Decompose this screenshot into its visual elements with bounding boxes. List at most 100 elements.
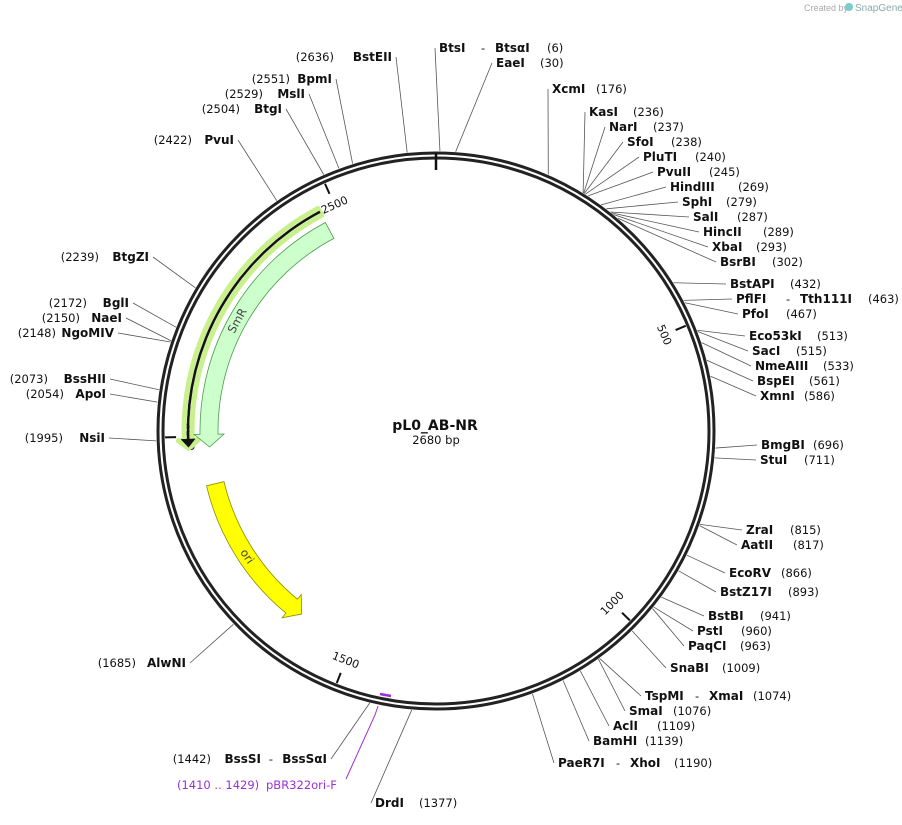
site-name-snabi[interactable]: SnaBI bbox=[670, 661, 709, 675]
site-name-bamhi[interactable]: BamHI bbox=[593, 734, 637, 748]
site-pvui[interactable]: PvuI(2422) bbox=[154, 133, 278, 201]
site-name-bsshii[interactable]: BssHII bbox=[64, 372, 106, 386]
site-sali[interactable]: SalI(287) bbox=[610, 210, 768, 224]
site-name-paqci[interactable]: PaqCI bbox=[688, 639, 726, 653]
site-name-bstz17i[interactable]: BstZ17I bbox=[720, 585, 772, 599]
site-name-bgli[interactable]: BglI bbox=[103, 296, 129, 310]
site-name-saci[interactable]: SacI bbox=[752, 344, 780, 358]
site-acli[interactable]: AclI(1109) bbox=[579, 670, 695, 733]
site-name-nsii[interactable]: NsiI bbox=[79, 431, 105, 445]
site-name-pflfi[interactable]: PflFI bbox=[736, 292, 766, 306]
site-paqci[interactable]: PaqCI(963) bbox=[652, 608, 771, 653]
site-drdi[interactable]: DrdI(1377) bbox=[370, 709, 457, 810]
site-name-alwni[interactable]: AlwNI bbox=[147, 656, 186, 670]
site-name-bstapi[interactable]: BstAPI bbox=[730, 277, 775, 291]
site-name-sphi[interactable]: SphI bbox=[682, 195, 712, 209]
site-name-nmeaiii[interactable]: NmeAIII bbox=[755, 359, 808, 373]
site-name-bstbi[interactable]: BstBI bbox=[708, 609, 744, 623]
site-name-pluti[interactable]: PluTI bbox=[643, 150, 677, 164]
site-psti[interactable]: PstI(960) bbox=[653, 606, 772, 638]
site-name-drdi[interactable]: DrdI bbox=[375, 796, 404, 810]
site-hincii[interactable]: HincII(289) bbox=[611, 212, 794, 239]
site-xcmi[interactable]: XcmI(176) bbox=[547, 82, 627, 175]
primer-mark[interactable] bbox=[379, 692, 392, 698]
site-name-hincii[interactable]: HincII bbox=[703, 225, 742, 239]
site-eco53ki[interactable]: Eco53kI(513) bbox=[697, 329, 848, 343]
feature-smr-arrow[interactable] bbox=[192, 221, 335, 448]
site-name-xbai[interactable]: XbaI bbox=[712, 240, 742, 254]
site-name-ecorv[interactable]: EcoRV bbox=[729, 566, 772, 580]
site-name-bsssi[interactable]: BssSI bbox=[224, 752, 261, 766]
site-saci[interactable]: SacI(515) bbox=[697, 331, 827, 358]
site-name-bsss-i[interactable]: BssSαI bbox=[282, 752, 327, 766]
site-bsrbi[interactable]: BsrBI(302) bbox=[617, 217, 803, 269]
site-name-sali[interactable]: SalI bbox=[693, 210, 718, 224]
site-name-tth111i[interactable]: Tth111I bbox=[800, 292, 852, 306]
site-name-bts-i[interactable]: BtsαI bbox=[495, 41, 530, 55]
site-xbai[interactable]: XbaI(293) bbox=[613, 214, 787, 254]
site-bsteii[interactable]: BstEII(2636) bbox=[296, 50, 408, 153]
site-aatii[interactable]: AatII(817) bbox=[699, 525, 824, 552]
site-name-pfoi[interactable]: PfoI bbox=[742, 307, 769, 321]
site-ecorv[interactable]: EcoRV(866) bbox=[686, 554, 812, 580]
site-kasi[interactable]: KasI(236) bbox=[582, 105, 664, 193]
site-name-acli[interactable]: AclI bbox=[613, 719, 638, 733]
site-bsssi-bsss-i[interactable]: BssSαI-BssSI(1442) bbox=[173, 702, 371, 766]
site-name-naei[interactable]: NaeI bbox=[91, 311, 122, 325]
site-btgzi[interactable]: BtgZI(2239) bbox=[61, 250, 196, 289]
site-stui[interactable]: StuI(711) bbox=[714, 453, 835, 467]
site-name-sfoi[interactable]: SfoI bbox=[627, 135, 654, 149]
site-paer7i-xhoi[interactable]: PaeR7I-XhoI(1190) bbox=[532, 693, 712, 770]
site-naei[interactable]: NaeI(2150) bbox=[42, 311, 172, 342]
site-zrai[interactable]: ZraI(815) bbox=[699, 523, 821, 537]
site-bstz17i[interactable]: BstZ17I(893) bbox=[678, 570, 819, 599]
site-name-bmgbi[interactable]: BmgBI bbox=[761, 438, 805, 452]
site-name-eaei[interactable]: EaeI bbox=[496, 56, 525, 70]
site-name-kasi[interactable]: KasI bbox=[589, 105, 618, 119]
site-bsshii[interactable]: BssHII(2073) bbox=[10, 372, 160, 391]
site-apoi[interactable]: ApoI(2054) bbox=[26, 387, 158, 403]
site-pfoi[interactable]: PfoI(467) bbox=[684, 302, 817, 321]
site-tspmi-xmai[interactable]: TspMI-XmaI(1074) bbox=[599, 657, 792, 703]
site-name-psti[interactable]: PstI bbox=[697, 624, 723, 638]
site-hindiii[interactable]: HindIII(269) bbox=[601, 180, 769, 206]
site-name-bspei[interactable]: BspEI bbox=[757, 374, 795, 388]
site-bstapi[interactable]: BstAPI(432) bbox=[673, 277, 821, 291]
site-pluti[interactable]: PluTI(240) bbox=[585, 150, 726, 195]
site-xmni[interactable]: XmnI(586) bbox=[710, 375, 835, 403]
site-alwni[interactable]: AlwNI(1685) bbox=[98, 623, 234, 670]
feature-ori-arrow[interactable] bbox=[206, 481, 303, 619]
site-name-zrai[interactable]: ZraI bbox=[746, 523, 773, 537]
primer-label[interactable]: pBR322ori-F bbox=[266, 778, 337, 792]
site-name-xmai[interactable]: XmaI bbox=[709, 689, 743, 703]
site-btgi[interactable]: BtgI(2504) bbox=[202, 102, 325, 175]
site-name-bsteii[interactable]: BstEII bbox=[353, 50, 392, 64]
site-name-pvuii[interactable]: PvuII bbox=[657, 165, 691, 179]
site-name-pvui[interactable]: PvuI bbox=[204, 133, 234, 147]
site-name-xmni[interactable]: XmnI bbox=[760, 389, 795, 403]
site-name-stui[interactable]: StuI bbox=[760, 453, 787, 467]
site-name-xcmi[interactable]: XcmI bbox=[552, 82, 585, 96]
site-name-smai[interactable]: SmaI bbox=[629, 704, 663, 718]
site-snabi[interactable]: SnaBI(1009) bbox=[631, 630, 760, 675]
site-name-hindiii[interactable]: HindIII bbox=[670, 180, 715, 194]
site-name-nari[interactable]: NarI bbox=[609, 120, 638, 134]
site-sfoi[interactable]: SfoI(238) bbox=[583, 135, 702, 194]
site-nmeaiii[interactable]: NmeAIII(533) bbox=[701, 342, 854, 373]
site-name-eco53ki[interactable]: Eco53kI bbox=[749, 329, 802, 343]
site-name-btsi[interactable]: BtsI bbox=[439, 41, 466, 55]
site-btsi-bts-i[interactable]: BtsI-BtsαI(6) bbox=[434, 41, 563, 152]
site-bspei[interactable]: BspEI(561) bbox=[706, 359, 840, 388]
site-smai[interactable]: SmaI(1076) bbox=[598, 658, 711, 718]
site-name-btgi[interactable]: BtgI bbox=[254, 102, 282, 116]
site-bgli[interactable]: BglI(2172) bbox=[49, 296, 177, 328]
site-name-apoi[interactable]: ApoI bbox=[75, 387, 106, 401]
site-name-btgzi[interactable]: BtgZI bbox=[112, 250, 149, 264]
site-sphi[interactable]: SphI(279) bbox=[606, 195, 757, 210]
site-name-msli[interactable]: MslI bbox=[277, 87, 305, 101]
site-nari[interactable]: NarI(237) bbox=[583, 120, 684, 194]
site-nsii[interactable]: NsiI(1995) bbox=[25, 431, 157, 445]
site-msli[interactable]: MslI(2529) bbox=[225, 87, 340, 169]
site-name-paer7i[interactable]: PaeR7I bbox=[558, 756, 605, 770]
site-name-aatii[interactable]: AatII bbox=[741, 538, 773, 552]
